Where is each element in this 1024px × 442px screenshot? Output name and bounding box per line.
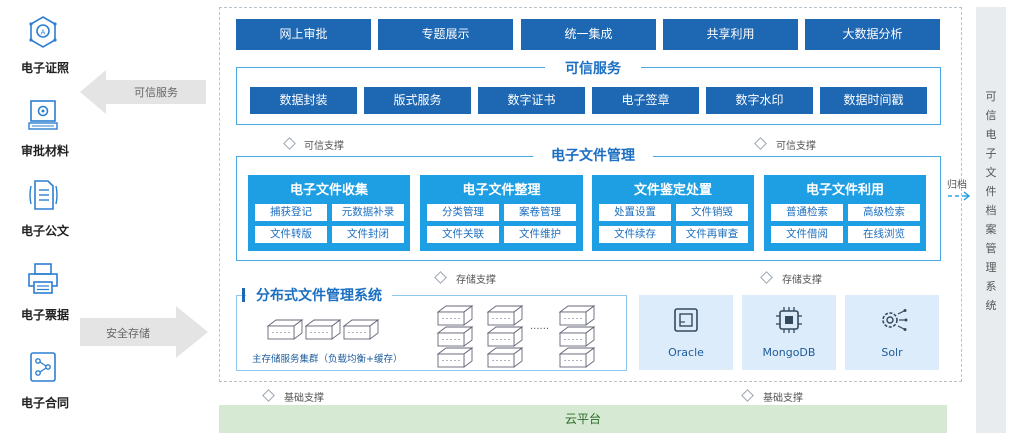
right-system-char: 可 (985, 90, 997, 103)
support-diamond-icon (262, 389, 275, 402)
efm-chip: 捕获登记 (255, 204, 327, 221)
efm-card-title: 文件鉴定处置 (633, 183, 712, 198)
db-name: Oracle (668, 346, 704, 359)
dfs-title: 分布式文件管理系统 (246, 287, 392, 305)
document-icon (29, 180, 58, 210)
top-module-integration: 统一集成 (521, 19, 656, 50)
left-arrow-shape (80, 70, 206, 114)
right-system-char: 电 (985, 128, 997, 141)
right-system-char: 档 (985, 204, 997, 217)
efm-chip: 文件关联 (427, 226, 499, 243)
trusted-item-e-seal: 电子签章 (592, 87, 699, 114)
storage-support-label-left: 存储支撑 (456, 275, 496, 286)
efm-card-title: 电子文件收集 (289, 183, 368, 198)
efm-chip: 文件转版 (255, 226, 327, 243)
secure-storage-arrow-label: 安全存储 (106, 327, 150, 340)
right-system-char: 案 (985, 223, 997, 236)
right-system-char: 信 (985, 109, 997, 122)
right-system-char: 文 (985, 166, 997, 179)
db-name: MongoDB (762, 346, 816, 359)
top-module-sharing: 共享利用 (663, 19, 798, 50)
top-module-topic-display: 专题展示 (378, 19, 513, 50)
left-item-label: 电子票据 (20, 308, 69, 322)
efm-card-collect: 电子文件收集 捕获登记 元数据补录 文件转版 文件封闭 (248, 175, 410, 251)
efm-chip: 元数据补录 (332, 204, 404, 221)
base-support-label-left: 基础支撑 (284, 393, 324, 404)
badge-icon: A (29, 16, 57, 48)
right-system-char: 管 (985, 242, 997, 255)
trusted-item-data-encapsulation: 数据封装 (250, 87, 357, 114)
db-box-mongodb: MongoDB (742, 295, 836, 370)
efm-chip: 文件借阅 (771, 226, 843, 243)
left-item-label: 电子公文 (20, 224, 69, 238)
support-diamond-icon (741, 389, 754, 402)
right-system-char: 统 (985, 299, 997, 312)
trusted-support-label-left: 可信支撑 (304, 141, 344, 152)
efm-card-appraisal: 文件鉴定处置 处置设置 文件销毁 文件续存 文件再审查 (592, 175, 754, 251)
right-system-bar: 可信电子文件档案管理系统 (976, 7, 1006, 433)
right-system-label: 可信电子文件档案管理系统 (976, 87, 1006, 315)
efm-chip: 在线浏览 (848, 226, 920, 243)
gear-monitor-icon (28, 100, 58, 130)
db-box-oracle: Oracle (639, 295, 733, 370)
storage-support-label-right: 存储支撑 (782, 275, 822, 286)
left-item-label: 电子合同 (20, 396, 69, 410)
right-arrow-shape (80, 306, 208, 358)
efm-card-title: 电子文件整理 (462, 183, 541, 198)
efm-chip: 处置设置 (599, 204, 671, 221)
svg-text:A: A (41, 29, 46, 37)
trusted-service-title: 可信服务 (545, 60, 641, 78)
efm-chip: 分类管理 (427, 204, 499, 221)
efm-chip: 案卷管理 (504, 204, 576, 221)
trusted-support-label-right: 可信支撑 (776, 141, 816, 152)
efm-card-utilization: 电子文件利用 普通检索 高级检索 文件借阅 在线浏览 (764, 175, 926, 251)
archive-arrow-icon (948, 191, 971, 201)
right-system-char: 子 (985, 147, 997, 160)
db-box-solr: Solr (845, 295, 939, 370)
top-module-online-approval: 网上审批 (236, 19, 371, 50)
trusted-item-digital-cert: 数字证书 (478, 87, 585, 114)
base-support-label-right: 基础支撑 (763, 393, 803, 404)
dfs-ellipsis: ...... (530, 321, 550, 332)
secure-storage-arrow: 安全存储 (80, 306, 208, 358)
gear-network-icon (882, 309, 908, 331)
right-system-char: 理 (985, 261, 997, 274)
right-system-char: 件 (985, 185, 997, 198)
efm-card-title: 电子文件利用 (805, 183, 884, 198)
cloud-platform-bar: 云平台 (219, 405, 947, 433)
dfs-cluster-label: 主存储服务集群（负载均衡+缓存） (252, 354, 403, 365)
efm-chip: 高级检索 (848, 204, 920, 221)
trusted-service-arrow-label: 可信服务 (134, 86, 178, 99)
left-item-label: 电子证照 (20, 61, 69, 75)
printer-icon (28, 263, 58, 294)
efm-chip: 文件续存 (599, 226, 671, 243)
system-frame (219, 7, 962, 382)
efm-chip: 普通检索 (771, 204, 843, 221)
processor-icon (776, 307, 802, 333)
trusted-item-timestamp: 数据时间戳 (820, 87, 927, 114)
trusted-item-watermark: 数字水印 (706, 87, 813, 114)
efm-card-organize: 电子文件整理 分类管理 案卷管理 文件关联 文件维护 (420, 175, 583, 251)
efm-title: 电子文件管理 (533, 147, 653, 165)
efm-chip: 文件再审查 (676, 226, 748, 243)
efm-chip: 文件封闭 (332, 226, 404, 243)
left-item-label: 审批材料 (20, 144, 69, 158)
dfs-title-bar (242, 288, 245, 302)
db-name: Solr (881, 346, 903, 359)
contract-network-icon (30, 352, 56, 382)
efm-chip: 文件维护 (504, 226, 576, 243)
efm-chip: 文件销毁 (676, 204, 748, 221)
chip-icon (674, 308, 698, 332)
archive-label: 归档 (947, 180, 967, 191)
top-module-big-data: 大数据分析 (805, 19, 940, 50)
trusted-item-layout-service: 版式服务 (364, 87, 471, 114)
right-system-char: 系 (985, 280, 997, 293)
trusted-service-arrow: 可信服务 (80, 70, 206, 114)
